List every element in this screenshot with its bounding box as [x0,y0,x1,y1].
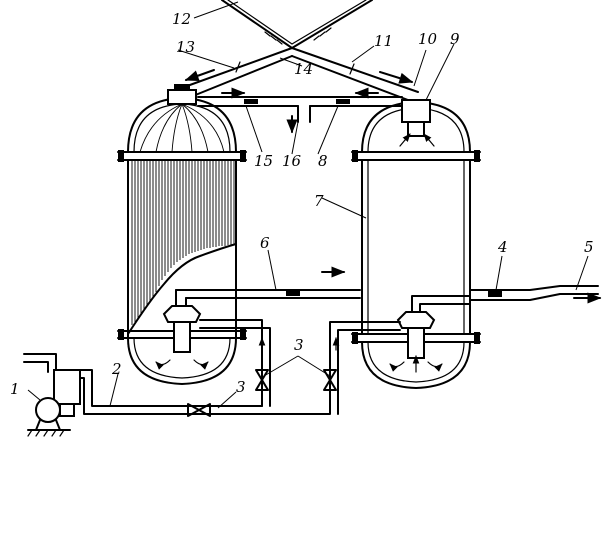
callout-7: 7 [314,192,324,210]
line-6 [286,272,344,296]
right-top-outlet [400,100,434,146]
bottom-piping [56,320,400,416]
callout-13: 13 [176,38,195,56]
pump [24,354,80,436]
callout-3-lower: 3 [236,378,246,396]
callout-4: 4 [497,238,508,256]
callout-12: 12 [172,10,191,28]
callout-16: 16 [282,152,302,170]
right-nozzle [390,286,600,372]
top-hopper [222,0,372,48]
callout-11: 11 [374,32,393,50]
callout-2: 2 [111,360,122,378]
top-header-pipe [198,93,402,132]
callout-14: 14 [294,60,313,78]
callout-3-upper: 3 [294,336,304,354]
filter-bags [132,160,234,325]
callout-9: 9 [450,30,460,48]
callout-5: 5 [584,238,594,256]
callout-labels: 1 2 3 3 4 5 6 7 8 9 10 11 12 13 14 15 16 [10,10,594,398]
callout-8: 8 [318,152,328,170]
callout-6: 6 [260,234,270,252]
callout-10: 10 [418,30,438,48]
callout-1: 1 [10,380,20,398]
callout-15: 15 [254,152,273,170]
